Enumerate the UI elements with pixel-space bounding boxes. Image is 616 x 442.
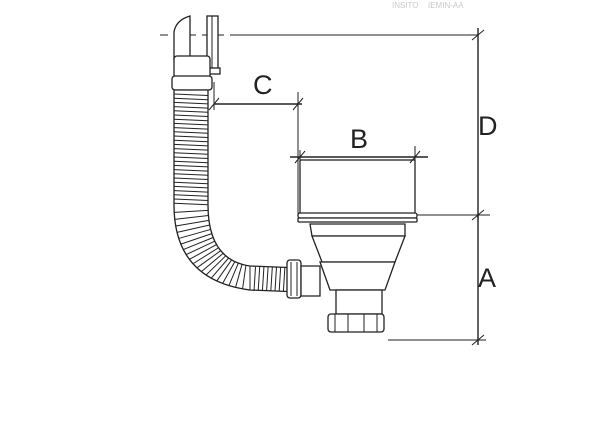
hose-rib xyxy=(216,259,233,282)
hose-rib xyxy=(173,97,209,101)
hose-rib xyxy=(173,131,209,134)
dimension-d-label: D xyxy=(478,111,498,141)
hose-rib xyxy=(173,127,209,130)
hose-rib xyxy=(257,266,261,292)
hose-rib xyxy=(274,266,277,292)
hose-rib xyxy=(173,114,209,117)
hose-rib xyxy=(205,255,227,276)
dimension-b-label: B xyxy=(350,124,368,154)
dimension-d: D xyxy=(417,28,498,221)
hose-rib xyxy=(278,266,282,292)
dimension-a-label: A xyxy=(478,263,496,293)
sink-flange xyxy=(297,212,418,223)
hose-rib xyxy=(173,194,209,197)
hose-rib xyxy=(201,252,224,272)
hose-rib xyxy=(228,262,239,286)
hose-rib xyxy=(180,233,212,245)
hose-rib xyxy=(175,219,210,227)
hose-rib xyxy=(173,173,209,176)
dimension-b: B xyxy=(290,124,428,164)
hose-rib xyxy=(210,257,229,279)
hose-rib xyxy=(173,101,209,105)
hose-rib xyxy=(173,152,209,155)
hose-rib xyxy=(173,177,209,180)
overflow-pipe xyxy=(173,15,221,75)
hose-union-nut xyxy=(286,259,302,299)
hose-rib xyxy=(176,224,210,233)
hose-rib xyxy=(261,266,265,292)
hose-rib xyxy=(270,266,273,292)
hose-rib xyxy=(173,198,209,201)
hose-rib xyxy=(266,266,269,292)
hose-rib xyxy=(173,190,209,193)
watermark-1: INSITO xyxy=(392,1,419,10)
hose-rib xyxy=(173,135,209,138)
bottom-nut xyxy=(327,313,385,333)
strainer-basket xyxy=(299,159,416,216)
hose-rib xyxy=(253,266,256,292)
dimension-c-label: C xyxy=(253,70,273,100)
hose-rib xyxy=(173,110,209,113)
hose-rib xyxy=(173,169,209,172)
side-outlet xyxy=(300,265,321,297)
dimension-c: C xyxy=(208,70,304,215)
hose-rib xyxy=(173,118,209,122)
hose-rib xyxy=(235,264,243,288)
hose-rib xyxy=(173,148,209,151)
hose-rib xyxy=(242,265,247,289)
hose-rib xyxy=(173,156,209,159)
hose-rib xyxy=(185,240,215,256)
hose-rib xyxy=(173,185,209,189)
hose-rib xyxy=(174,215,209,220)
hose-rib xyxy=(174,209,209,213)
dimension-a: A xyxy=(388,215,496,346)
hose-rib xyxy=(222,261,236,284)
hose-rib xyxy=(196,250,221,269)
hose-rib xyxy=(192,247,219,265)
drain-body xyxy=(309,223,406,315)
watermark-2: IEMIN-AA xyxy=(428,1,464,10)
hose-rib xyxy=(183,237,214,251)
hose-rib xyxy=(173,139,209,143)
hose-rib xyxy=(173,143,209,147)
hose-rib xyxy=(173,93,209,96)
hose-rib xyxy=(189,244,217,260)
hose-rib xyxy=(173,181,209,185)
hose-rib xyxy=(173,106,209,109)
overflow-fitting xyxy=(171,55,213,91)
hose-rib xyxy=(173,202,209,206)
hose-rib xyxy=(173,160,209,164)
flexible-hose xyxy=(173,89,301,293)
hose-rib xyxy=(178,228,211,239)
hose-rib xyxy=(173,164,209,168)
hose-rib xyxy=(282,266,286,292)
hose-rib xyxy=(173,122,209,126)
